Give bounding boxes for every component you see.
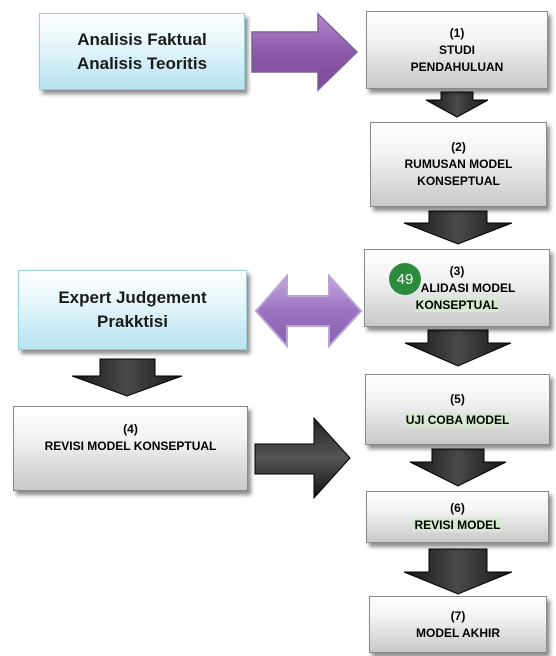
step2-box: (2) RUMUSAN MODEL KONSEPTUAL <box>370 122 547 207</box>
step6-line1: REVISI MODEL <box>413 518 502 532</box>
step2-line1: RUMUSAN MODEL <box>404 157 513 171</box>
step3-num: (3) <box>449 263 465 278</box>
step6-box: (6) REVISI MODEL <box>366 491 549 543</box>
expert-box: Expert Judgement Prakktisi <box>18 270 247 350</box>
purple-right-arrow <box>251 12 359 92</box>
step1-line2: PENDAHULUAN <box>410 59 504 74</box>
step1-num: (1) <box>449 25 465 40</box>
down-arrow-4 <box>409 448 507 487</box>
down-arrow-3 <box>404 329 512 367</box>
step7-num: (7) <box>450 608 466 623</box>
step6-num: (6) <box>450 501 465 515</box>
step7-line1: MODEL AKHIR <box>416 625 500 640</box>
analisis-line1: Analisis Faktual <box>77 29 207 49</box>
analisis-line2: Analisis Teoritis <box>76 53 208 73</box>
purple-double-arrow <box>254 273 363 349</box>
step2-num: (2) <box>451 140 466 154</box>
step4-num: (4) <box>123 421 138 436</box>
step4-line1: REVISI MODEL KONSEPTUAL <box>44 438 217 453</box>
down-arrow-1 <box>425 91 489 118</box>
expert-line1: Expert Judgement <box>58 288 207 307</box>
step5-line1: UJI COBA MODEL <box>404 412 511 427</box>
dark-right-arrow <box>254 416 351 500</box>
step1-line1: STUDI <box>439 42 475 57</box>
step3-line1: ALIDASI MODEL <box>420 280 516 295</box>
count-badge: 49 <box>389 263 421 295</box>
down-arrow-2 <box>403 210 513 245</box>
analisis-box: Analisis Faktual Analisis Teoritis <box>39 13 245 90</box>
step1-box: (1) STUDI PENDAHULUAN <box>366 11 548 89</box>
step7-box: (7) MODEL AKHIR <box>369 596 547 653</box>
down-arrow-5 <box>403 548 513 595</box>
expert-line2: Prakktisi <box>97 312 168 331</box>
step5-box: (5) UJI COBA MODEL <box>365 374 550 445</box>
step3-line2: KONSEPTUAL <box>414 297 500 312</box>
step5-num: (5) <box>450 391 465 406</box>
step4-box: (4) REVISI MODEL KONSEPTUAL <box>13 406 248 491</box>
down-arrow-left <box>71 358 183 397</box>
step2-line2: KONSEPTUAL <box>417 174 500 188</box>
